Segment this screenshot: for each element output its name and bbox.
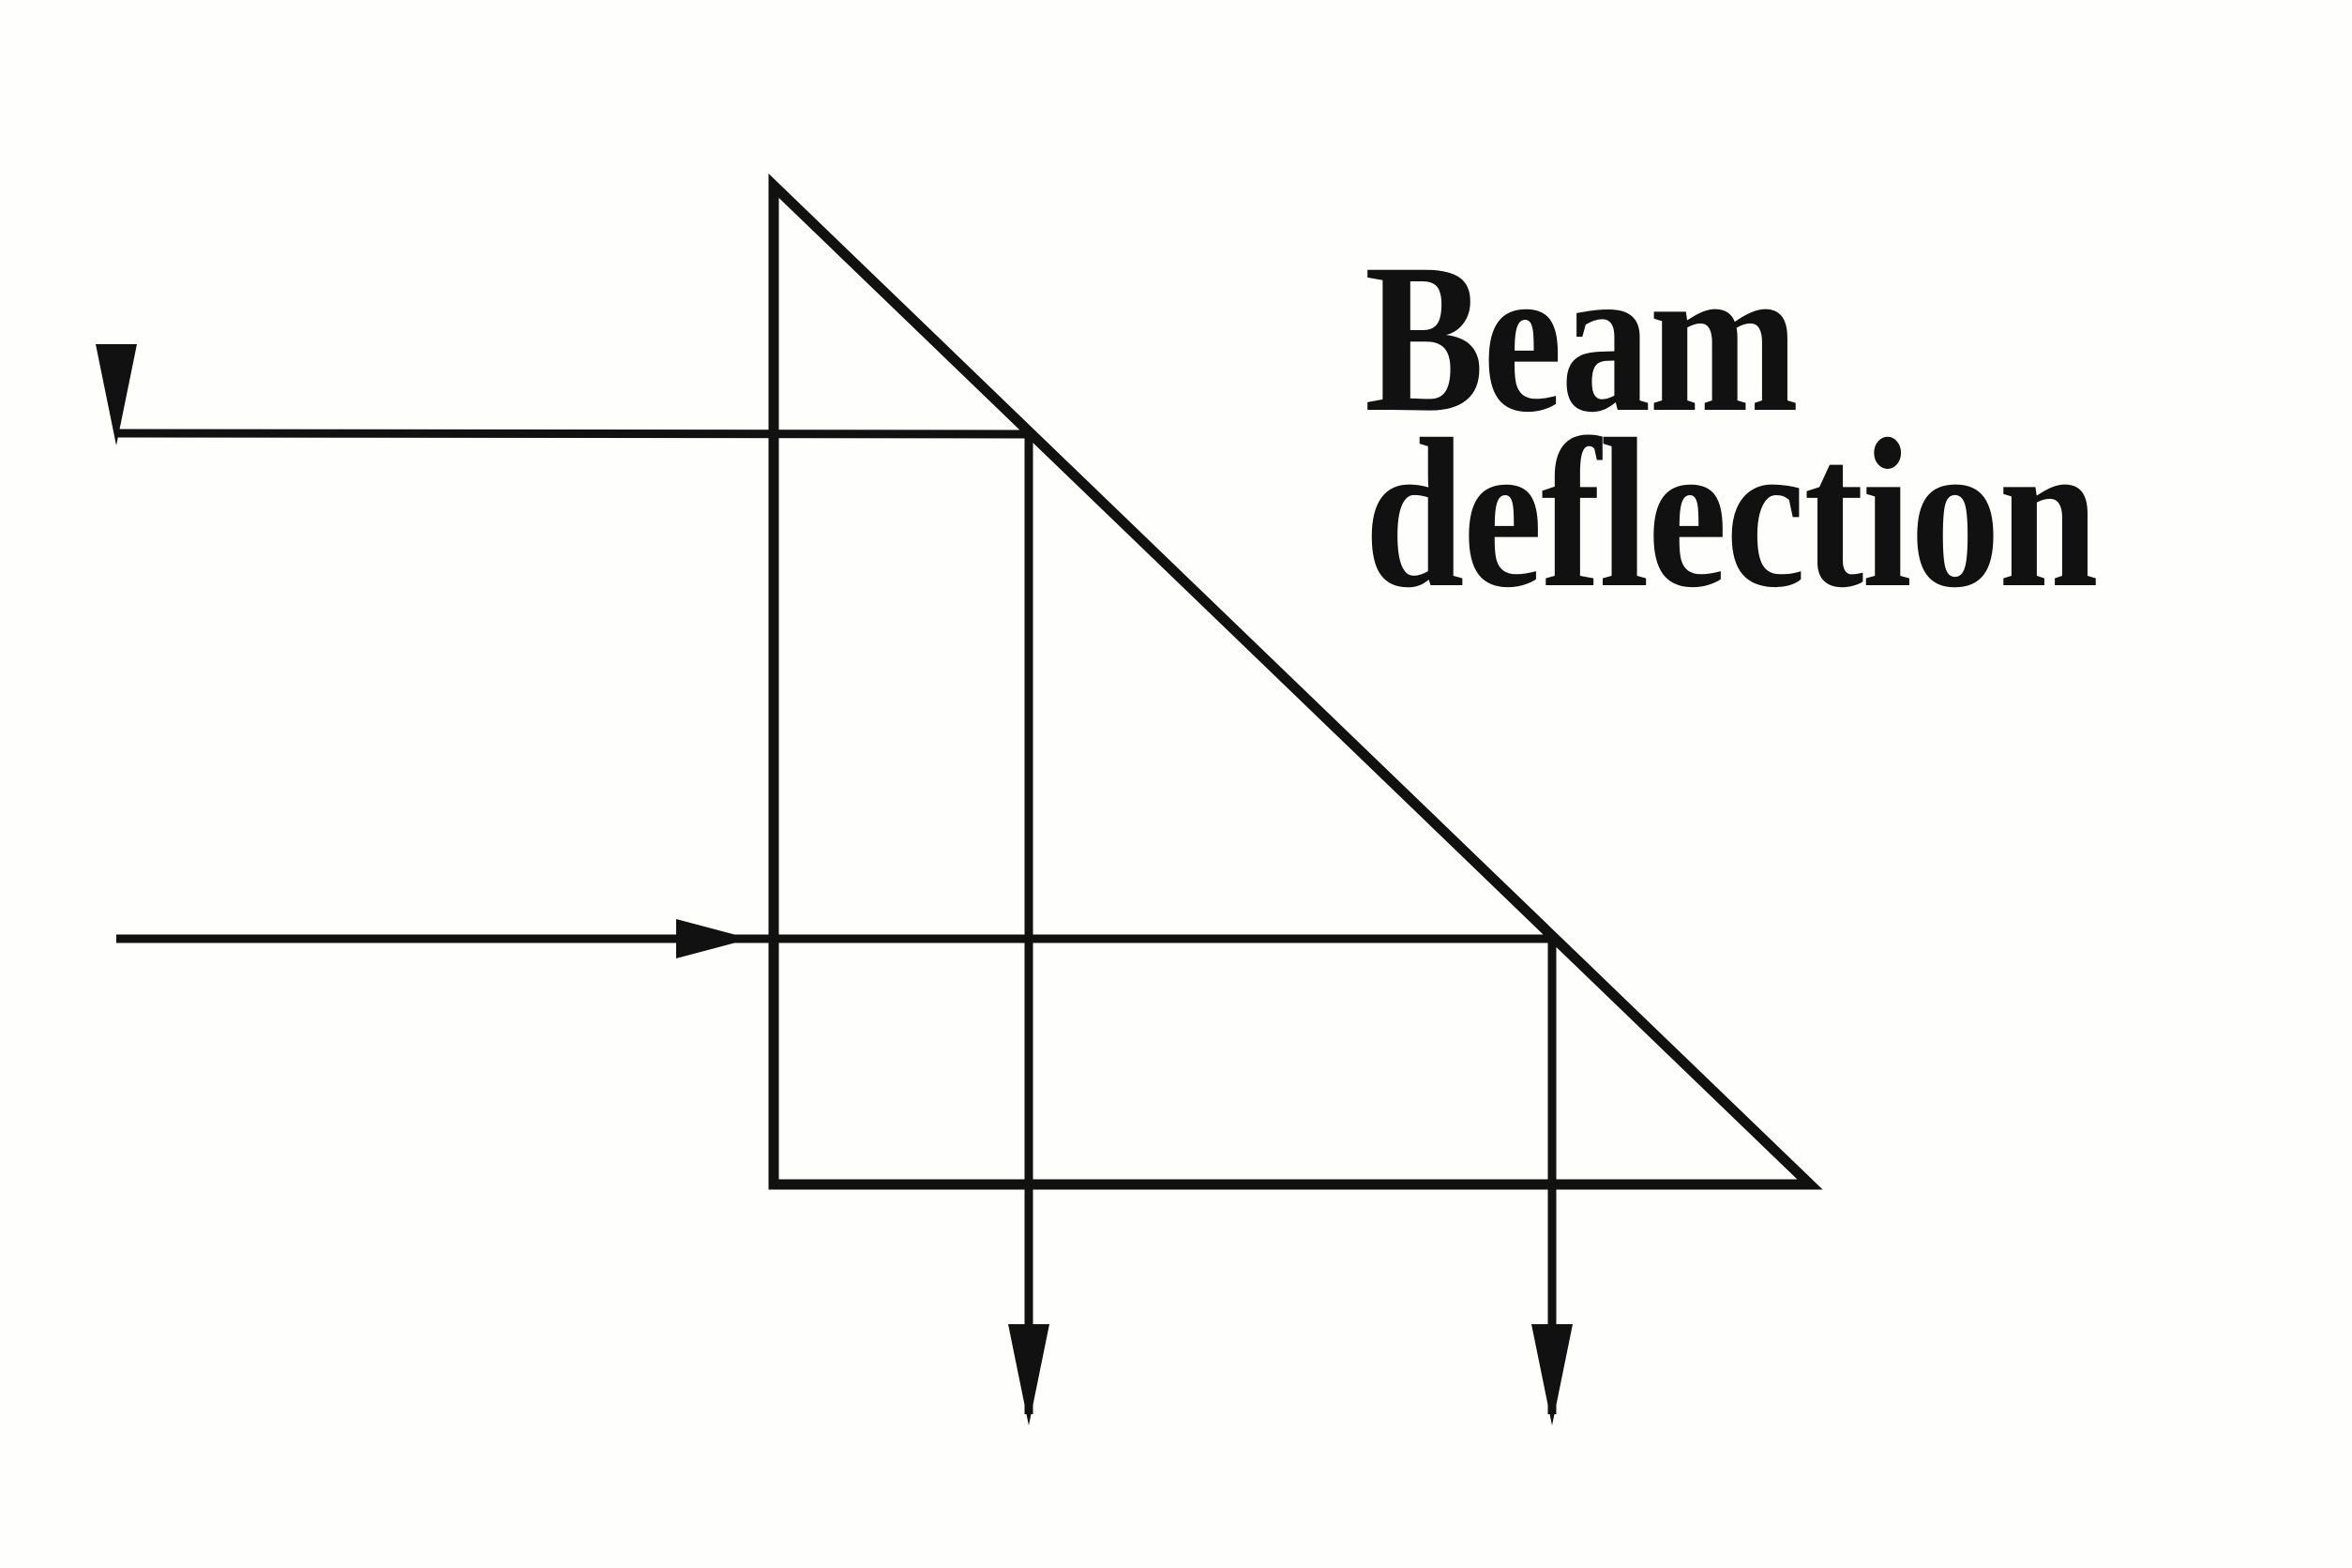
incident-beam-lower-arrowhead-icon [676,919,750,958]
deflected-beam-lower-group [1531,939,1573,1425]
incident-beam-upper-arrowhead-icon [96,344,137,445]
incident-beam-upper-group [96,344,1030,445]
incident-beam-upper [115,429,1030,439]
incident-beam-lower-group [116,919,1552,958]
prism-triangle [768,173,1823,1190]
prism-triangle-group [768,173,1823,1190]
deflected-beam-lower-arrowhead-icon [1531,1324,1573,1425]
deflected-beam-upper-arrowhead-icon [1008,1324,1049,1425]
deflected-beam-upper-group [1008,434,1049,1425]
